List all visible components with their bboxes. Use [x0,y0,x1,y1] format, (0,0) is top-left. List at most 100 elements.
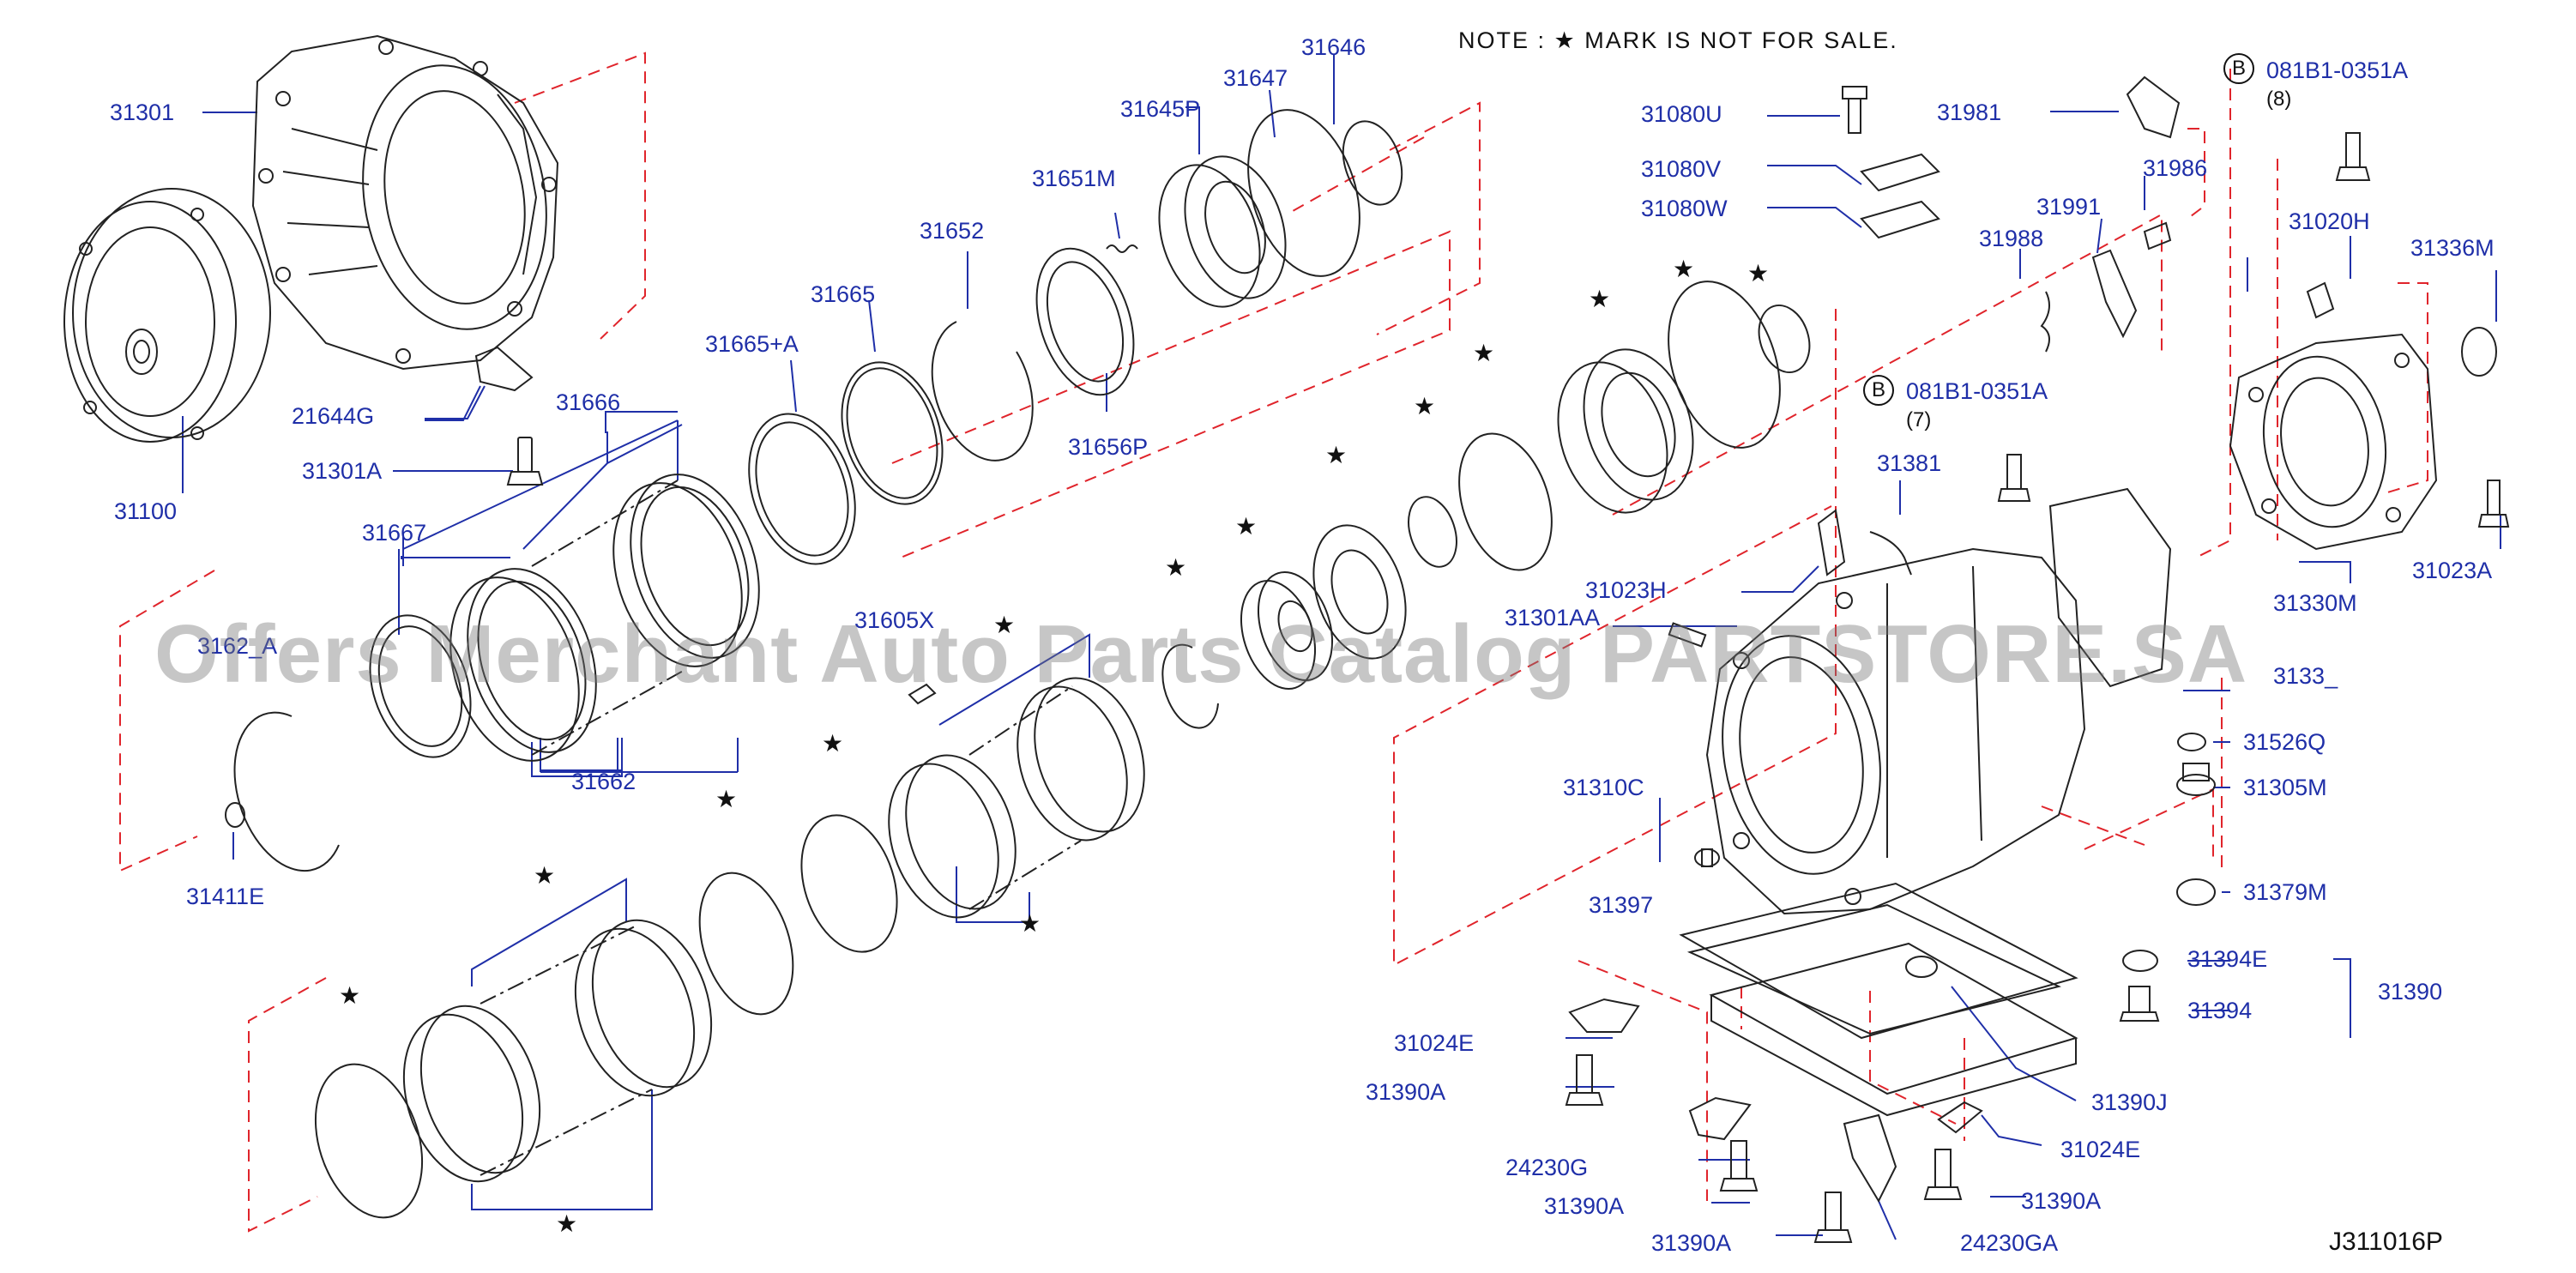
extension-housing-31330M [2229,333,2438,551]
ring-31665A [748,413,856,565]
part-label-31651M[interactable]: 31651M [1032,166,1116,191]
part-label-31665A[interactable]: 31665+A [705,331,799,357]
part-label-31666[interactable]: 31666 [556,389,621,415]
part-label-31390A-2[interactable]: 31390A [1544,1193,1625,1219]
part-label-31301AA[interactable]: 31301AA [1505,605,1601,630]
bolt-ref-label-8[interactable]: 081B1-0351A [2266,57,2409,83]
part-label-31020H[interactable]: 31020H [2289,208,2370,234]
part-label-31656P[interactable]: 31656P [1068,434,1149,460]
part-label-31080V[interactable]: 31080V [1641,156,1722,182]
clip-31020H [2306,281,2335,319]
part-label-31991[interactable]: 31991 [2036,194,2102,220]
part-label-31397[interactable]: 31397 [1589,892,1654,918]
part-label-31305M[interactable]: 31305M [2243,775,2327,800]
part-label-31100[interactable]: 31100 [114,498,178,524]
star-mark-icon: ★ [715,785,738,813]
part-label-31080W[interactable]: 31080W [1641,196,1728,221]
part-label-31662[interactable]: 31662 [571,769,636,794]
bracket-24230G [1688,1096,1752,1141]
part-label-31080U[interactable]: 31080U [1641,101,1722,127]
circled-b-icon: B [2223,53,2254,84]
plug-31305M [2176,763,2216,796]
plate-31656P [1035,247,1135,396]
part-label-31645P[interactable]: 31645P [1120,96,1201,122]
o-ring-31647 [1247,109,1360,277]
bolt-31390A-2 [1719,1140,1759,1192]
bracket-31023H [1817,509,1846,576]
part-label-31390A-1[interactable]: 31390A [1366,1079,1446,1105]
star-mark-icon: ★ [993,611,1016,639]
star-mark-icon: ★ [556,1210,578,1238]
part-label-31526Q[interactable]: 31526Q [2243,729,2326,755]
part-label-31390A-3[interactable]: 31390A [1651,1230,1732,1256]
part-label-31023A[interactable]: 31023A [2412,558,2493,583]
part-label-24230G[interactable]: 24230G [1505,1155,1589,1180]
part-label-31024E-left[interactable]: 31024E [1394,1030,1475,1056]
seal-31336M [2461,327,2497,377]
star-mark-icon: ★ [1235,512,1258,540]
oil-pan-31390J [1679,882,2078,1117]
part-label-31390A-4[interactable]: 31390A [2021,1188,2102,1214]
part-leaders [232,54,2501,1240]
o-ring-star-xl [1668,281,1781,449]
part-label-31301A[interactable]: 31301A [302,458,383,484]
bolt-31301A [506,437,544,486]
part-label-31981[interactable]: 31981 [1937,100,2002,125]
part-label-31988[interactable]: 31988 [1979,226,2044,251]
o-ring-star-small [1408,496,1457,568]
bolt-ref-label-7[interactable]: 081B1-0351A [1906,378,2048,404]
part-label-31381[interactable]: 31381 [1877,450,1942,476]
part-label-31390[interactable]: 31390 [2378,979,2443,1005]
part-label-31310C[interactable]: 31310C [1563,775,1644,800]
bracket-31024E-right [1937,1101,1983,1134]
part-label-31605X[interactable]: 31605X [854,607,935,633]
ball-31411E [225,802,245,828]
gasket-31080W [1860,200,1940,239]
o-ring-31646 [1342,120,1403,206]
part-label-31665[interactable]: 31665 [811,281,876,307]
plate-31667 [369,614,472,758]
part-31605X [908,683,937,705]
snap-ring-star-1 [1161,643,1219,729]
clutch-pack-31662 [449,568,597,762]
assembly-guide-lines [119,51,2428,1233]
parts [63,34,2510,1243]
star-mark-icon: ★ [822,729,844,757]
part-label-31024E-right[interactable]: 31024E [2060,1137,2141,1162]
o-ring-star-large [1458,432,1553,571]
part-label-31336M[interactable]: 31336M [2410,235,2495,261]
part-label-31986[interactable]: 31986 [2143,155,2208,181]
part-label-31390J[interactable]: 31390J [2091,1089,2168,1115]
part-label-31647[interactable]: 31647 [1223,65,1288,91]
bearing-star [1312,524,1407,660]
spring-31651M [1106,244,1138,253]
watermark-text: Offers Merchant Auto Parts Catalog PARTS… [154,608,2248,700]
part-label-31394E[interactable]: 31394E [2187,946,2268,972]
part-label-31330M[interactable]: 31330M [2273,590,2357,616]
part-label-31379M[interactable]: 31379M [2243,879,2327,905]
part-label-31652[interactable]: 31652 [920,218,985,244]
part-label-31646[interactable]: 31646 [1301,34,1366,60]
star-mark-icon: ★ [1747,259,1770,287]
bolt-31390A-3 [1813,1192,1853,1243]
part-label-31411E[interactable]: 31411E [186,884,265,909]
bolt-ref-qty-7: (7) [1906,408,1932,431]
transmission-case [1705,547,2086,915]
bracket-21644G [474,346,534,392]
retainer-31645P [1158,155,1287,308]
pin-31986 [2143,221,2172,250]
part-label-31301[interactable]: 31301 [110,100,175,125]
part-label-31023H[interactable]: 31023H [1585,577,1667,603]
part-label-24230GA[interactable]: 24230GA [1960,1230,2059,1256]
bolt-31390A-1 [1565,1054,1604,1106]
part-label-3162xA[interactable]: 3162_A [197,633,278,659]
bracket-31024E-left [1568,998,1640,1033]
bolt-31023A [2477,480,2510,528]
part-label-31667[interactable]: 31667 [362,520,427,546]
part-label-21644G[interactable]: 21644G [292,403,375,429]
part-label-31394[interactable]: 31394 [2187,998,2253,1023]
washer-31394E [2122,950,2158,972]
ring-31665 [841,361,944,505]
part-label-3133x[interactable]: 3133_ [2273,663,2338,689]
